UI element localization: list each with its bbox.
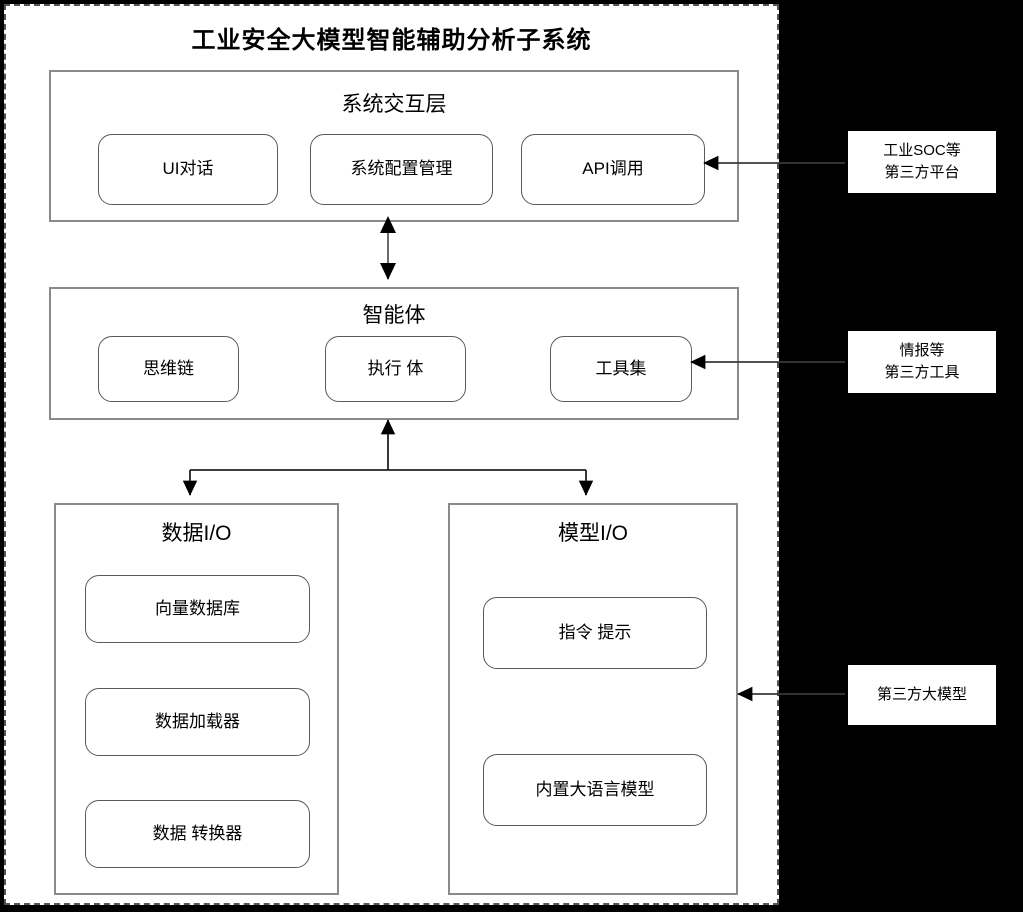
module-system-config[interactable]: 系统配置管理: [310, 134, 493, 205]
module-ui-dialog[interactable]: UI对话: [98, 134, 278, 205]
external-third-party-tools[interactable]: 情报等 第三方工具: [847, 330, 997, 394]
layer-interaction-title: 系统交互层: [341, 93, 447, 116]
module-executor[interactable]: 执行 体: [325, 336, 466, 402]
external-third-party-platform[interactable]: 工业SOC等 第三方平台: [847, 130, 997, 194]
layer-model-io-title: 模型I/O: [557, 522, 628, 545]
layer-agent-title: 智能体: [362, 304, 426, 327]
module-data-transformer[interactable]: 数据 转换器: [85, 800, 310, 868]
layer-interaction[interactable]: 系统交互层 UI对话 系统配置管理 API调用: [49, 70, 739, 222]
module-data-loader[interactable]: 数据加载器: [85, 688, 310, 756]
module-instruction-prompt[interactable]: 指令 提示: [483, 597, 707, 669]
layer-data-io[interactable]: 数据I/O 向量数据库 数据加载器 数据 转换器: [54, 503, 339, 895]
module-chain-of-thought[interactable]: 思维链: [98, 336, 239, 402]
module-toolset[interactable]: 工具集: [550, 336, 692, 402]
layer-data-io-title: 数据I/O: [161, 522, 232, 545]
page-title: 工业安全大模型智能辅助分析子系统: [191, 27, 592, 54]
module-vector-database[interactable]: 向量数据库: [85, 575, 310, 643]
module-builtin-llm[interactable]: 内置大语言模型: [483, 754, 707, 826]
external-third-party-llm[interactable]: 第三方大模型: [847, 664, 997, 726]
subsystem-container: 工业安全大模型智能辅助分析子系统 系统交互层 UI对话 系统配置管理 API调用…: [4, 4, 779, 905]
layer-model-io[interactable]: 模型I/O 指令 提示 内置大语言模型: [448, 503, 738, 895]
layer-agent[interactable]: 智能体 思维链 执行 体 工具集: [49, 287, 739, 420]
module-api-call[interactable]: API调用: [521, 134, 705, 205]
